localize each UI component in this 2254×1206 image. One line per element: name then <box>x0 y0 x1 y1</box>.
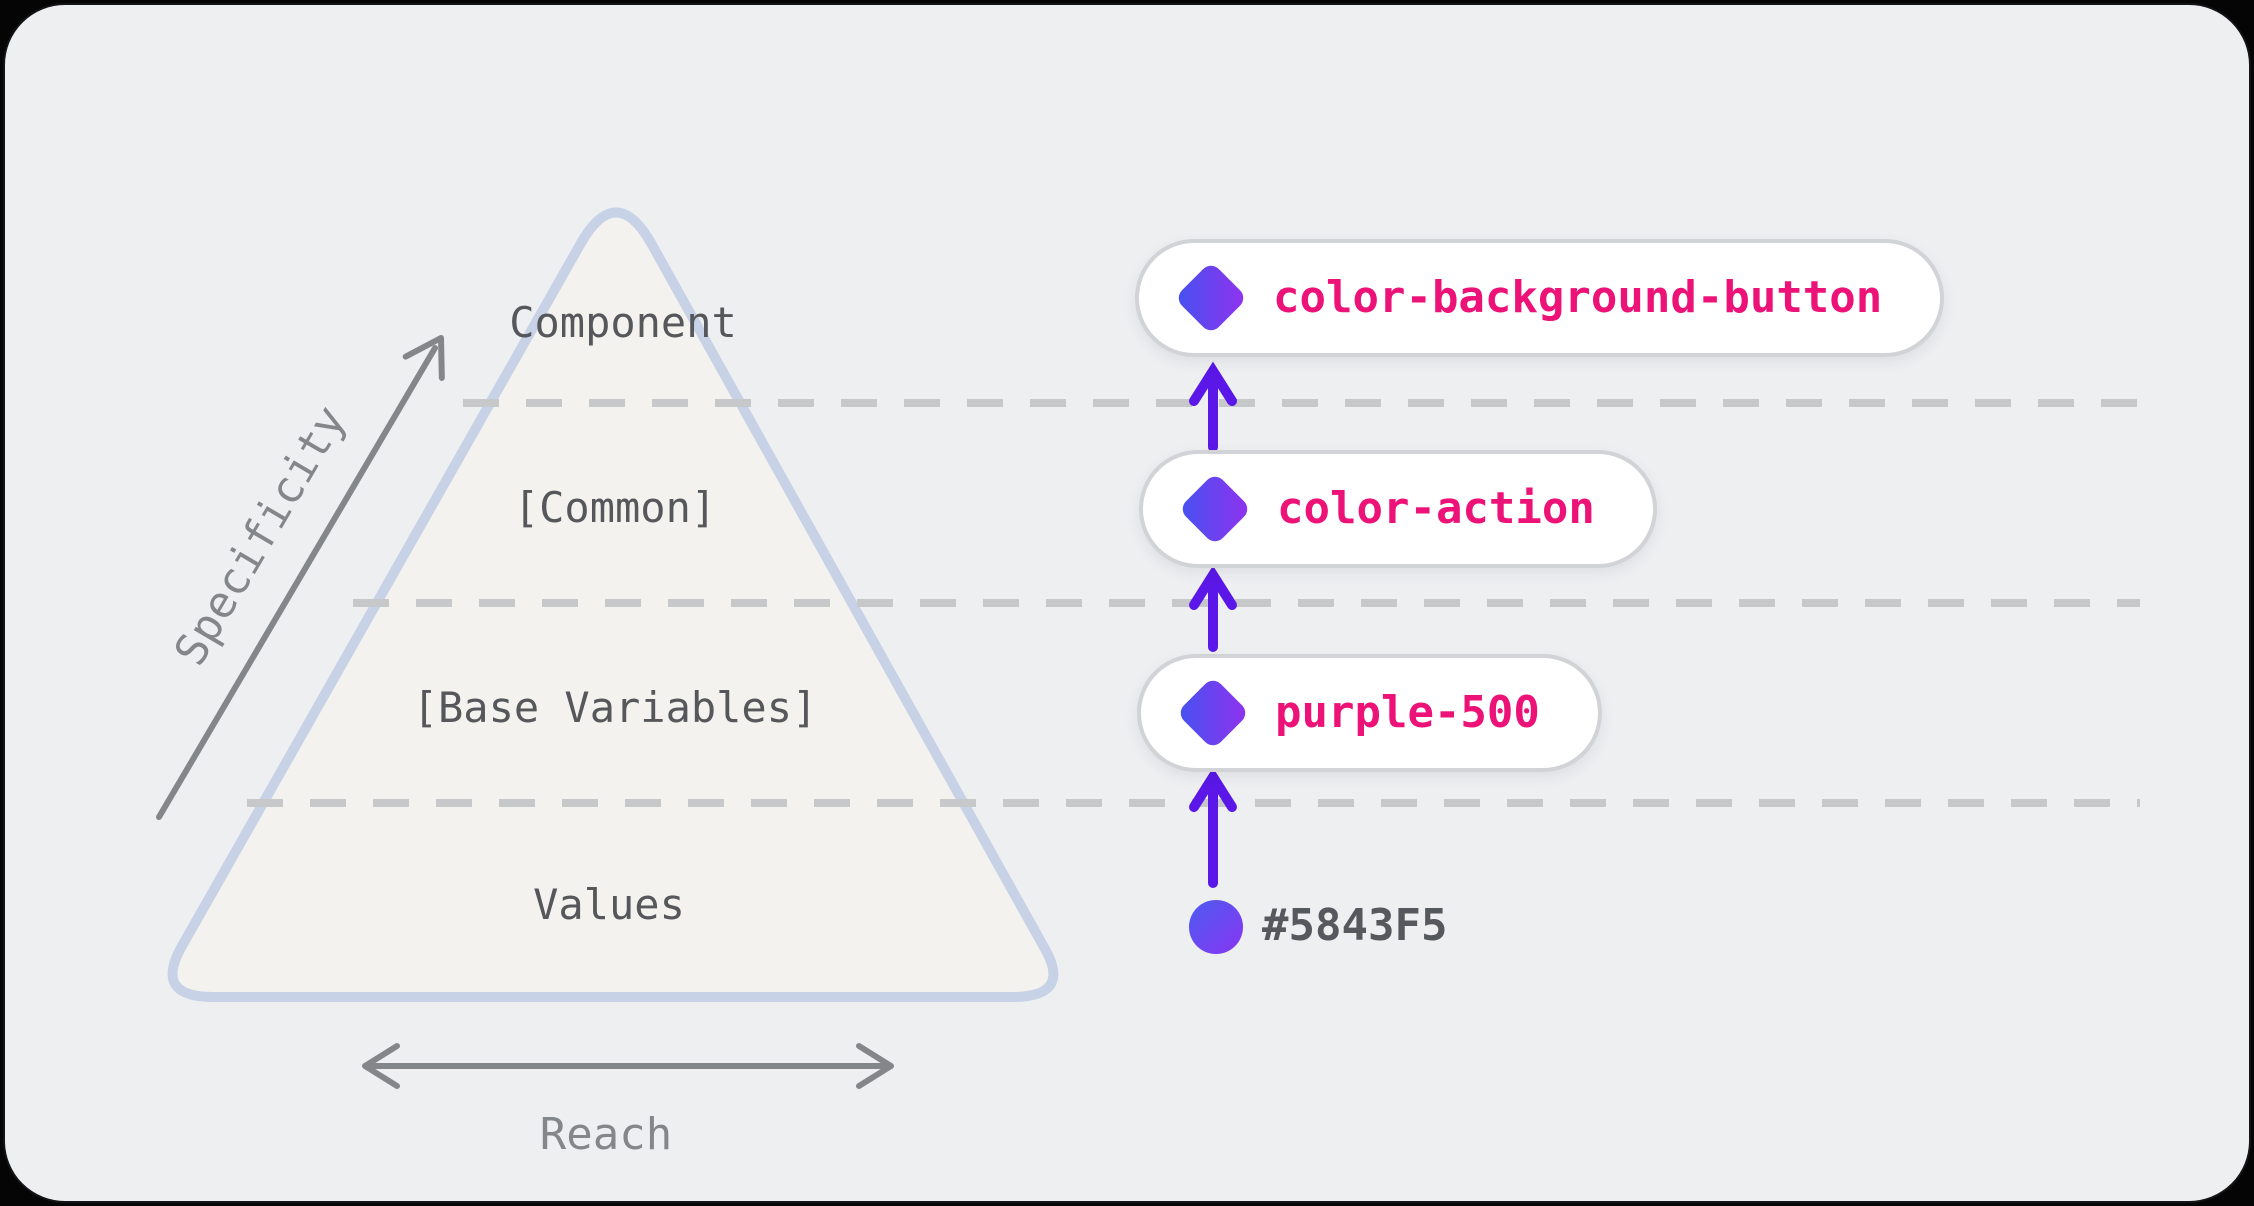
level-label-base-variables: [Base Variables] <box>412 683 818 732</box>
token-diamond-icon <box>1176 676 1250 750</box>
reach-arrow-icon <box>362 1043 894 1089</box>
level-label-values: Values <box>533 880 685 929</box>
alias-arrow-icon-middle <box>1189 565 1237 652</box>
level-label-component: Component <box>509 298 737 347</box>
alias-arrow-icon-bottom <box>1189 767 1237 888</box>
token-label: color-action <box>1277 483 1595 534</box>
color-swatch-icon <box>1189 900 1243 954</box>
token-label: color-background-button <box>1273 272 1883 323</box>
token-label: purple-500 <box>1275 687 1540 738</box>
token-pill-common: color-action <box>1139 450 1657 568</box>
diagram-shapes <box>156 207 2140 1089</box>
token-diamond-icon <box>1174 261 1248 335</box>
hex-value-label: #5843F5 <box>1262 900 1448 951</box>
reach-axis-label: Reach <box>539 1109 673 1160</box>
specificity-arrow-icon <box>156 335 445 820</box>
token-diamond-icon <box>1178 472 1252 546</box>
panel-background: Component [Common] [Base Variables] Valu… <box>3 3 2251 1203</box>
alias-arrow-icon-top <box>1189 361 1237 452</box>
token-pill-component: color-background-button <box>1135 239 1945 357</box>
level-label-common: [Common] <box>513 483 717 532</box>
token-pill-base: purple-500 <box>1137 654 1602 772</box>
